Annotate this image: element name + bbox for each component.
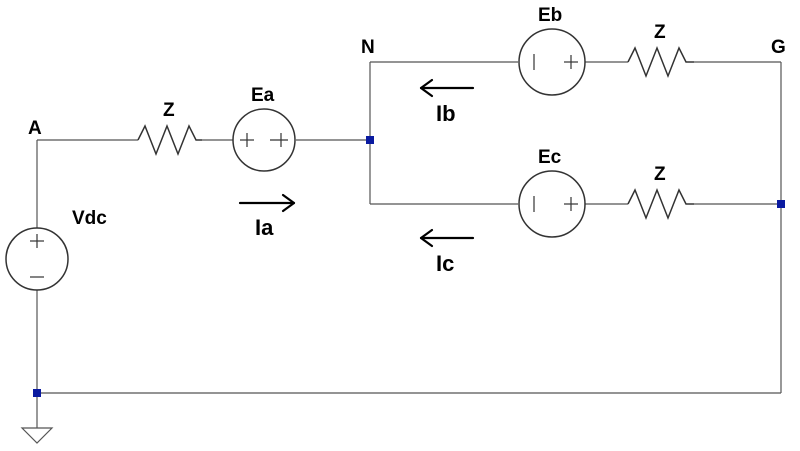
node-label-a: A [28,118,42,139]
current-label-ic: Ic [436,251,454,276]
ec-source [518,170,586,238]
junction-right [777,200,785,208]
label-za: Z [163,100,175,121]
junction-n [366,136,374,144]
resistor-za-icon [137,123,202,157]
vdc-source [5,227,69,291]
arrow-ib-icon [419,78,475,98]
label-eb: Eb [538,5,562,26]
junction-bottom-left [33,389,41,397]
wires [36,61,782,428]
arrow-ia-icon [238,193,296,213]
current-label-ia: Ia [255,215,274,240]
resistor-zb-icon [627,45,694,79]
label-zb: Z [654,22,666,43]
current-label-ib: Ib [436,101,456,126]
node-label-g: G [771,37,786,58]
ground-icon [20,427,54,444]
label-zc: Z [654,164,666,185]
arrow-ic-icon [419,228,475,248]
node-label-n: N [361,37,375,58]
ea-source [232,108,296,172]
label-ea: Ea [251,85,275,106]
label-ec: Ec [538,147,562,168]
label-vdc: Vdc [72,208,107,229]
eb-source [518,28,586,96]
resistor-zc-icon [627,187,694,221]
